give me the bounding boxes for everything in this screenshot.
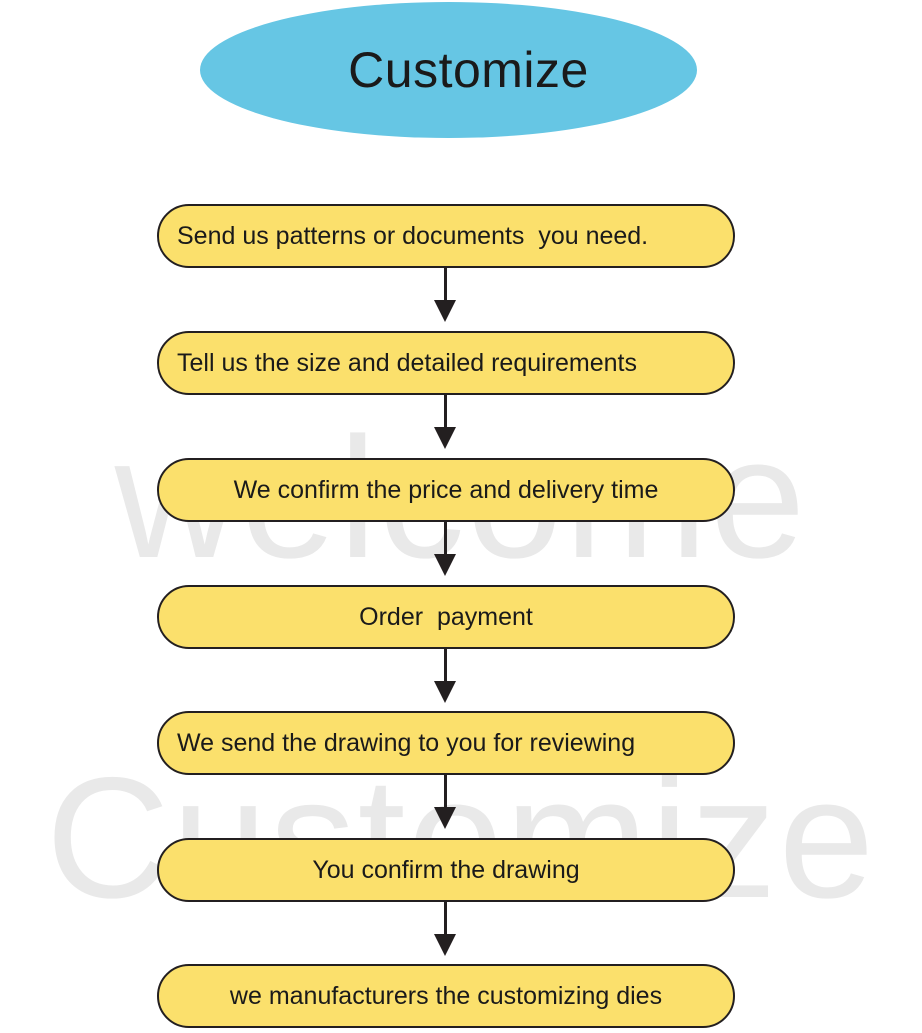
- connector-arrow-4: [434, 649, 456, 703]
- flow-step-7[interactable]: we manufacturers the customizing dies: [157, 964, 735, 1028]
- connector-arrow-5: [434, 775, 456, 829]
- flow-step-2[interactable]: Tell us the size and detailed requiremen…: [157, 331, 735, 395]
- flow-step-6[interactable]: You confirm the drawing: [157, 838, 735, 902]
- connector-arrow-3: [434, 522, 456, 576]
- flow-step-1[interactable]: Send us patterns or documents you need.: [157, 204, 735, 268]
- connector-arrow-1: [434, 268, 456, 322]
- flow-step-1-label: Send us patterns or documents you need.: [177, 221, 649, 250]
- flow-step-4-label: Order payment: [359, 602, 533, 631]
- flow-step-2-label: Tell us the size and detailed requiremen…: [177, 348, 637, 377]
- connector-arrow-2: [434, 395, 456, 449]
- connector-arrow-6: [434, 902, 456, 956]
- flow-step-5[interactable]: We send the drawing to you for reviewing: [157, 711, 735, 775]
- flow-step-7-label: we manufacturers the customizing dies: [229, 981, 663, 1010]
- flow-step-5-label: We send the drawing to you for reviewing: [177, 728, 636, 757]
- flow-step-6-label: You confirm the drawing: [312, 855, 580, 884]
- page-title: Customize: [348, 42, 589, 98]
- flow-step-3[interactable]: We confirm the price and delivery time: [157, 458, 735, 522]
- title-ellipse-shape: [200, 2, 697, 138]
- flow-step-3-label: We confirm the price and delivery time: [233, 475, 659, 504]
- flow-step-4[interactable]: Order payment: [157, 585, 735, 649]
